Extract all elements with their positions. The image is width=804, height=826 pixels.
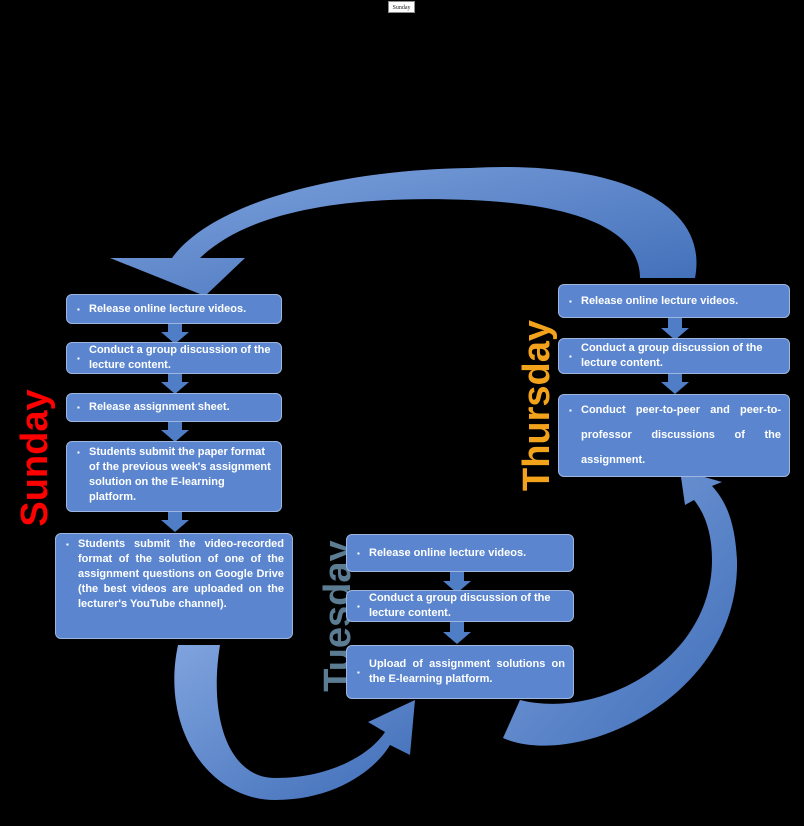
step-arrow	[161, 372, 189, 394]
tuesday-step-3: ▪ Upload of assignment solutions on the …	[346, 645, 574, 699]
bullet: ▪	[569, 351, 572, 361]
step-text: Students submit the video-recorded forma…	[78, 538, 284, 610]
tooltip-label: Sunday	[388, 1, 415, 13]
step-text: Release online lecture videos.	[581, 294, 739, 307]
step-text: Release assignment sheet.	[89, 401, 230, 413]
bullet: ▪	[569, 406, 572, 415]
step-text: Students submit the paper format of the …	[89, 446, 271, 503]
thursday-step-1: ▪ Release online lecture videos.	[558, 284, 790, 318]
bullet: ▪	[77, 353, 80, 363]
thursday-step-2: ▪ Conduct a group discussion of the lect…	[558, 338, 790, 374]
step-arrow	[161, 510, 189, 532]
sunday-step-4: ▪ Students submit the paper format of th…	[66, 441, 282, 512]
bullet: ▪	[77, 304, 80, 314]
step-text: Release online lecture videos.	[89, 302, 247, 315]
bullet: ▪	[77, 403, 80, 412]
sunday-step-1: ▪ Release online lecture videos.	[66, 294, 282, 324]
step-text: Conduct peer-to-peer and peer-to-profess…	[581, 404, 781, 466]
step-arrow	[443, 619, 471, 644]
step-text: Conduct a group discussion of the lectur…	[369, 592, 551, 619]
thursday-step-3: ▪ Conduct peer-to-peer and peer-to-profe…	[558, 394, 790, 477]
bullet: ▪	[569, 296, 572, 306]
step-text: Release online lecture videos.	[369, 546, 527, 559]
day-label-sunday: Sunday	[14, 389, 56, 527]
step-text: Conduct a group discussion of the lectur…	[581, 342, 763, 369]
step-text: Conduct a group discussion of the lectur…	[89, 344, 271, 371]
step-arrow	[661, 372, 689, 394]
step-arrow	[161, 322, 189, 344]
bullet: ▪	[357, 548, 360, 558]
tuesday-step-1: ▪ Release online lecture videos.	[346, 534, 574, 572]
step-arrows	[161, 318, 689, 644]
bullet: ▪	[357, 667, 360, 677]
sunday-step-3: ▪ Release assignment sheet.	[66, 393, 282, 422]
step-arrow	[661, 318, 689, 340]
day-label-thursday: Thursday	[516, 319, 558, 491]
curved-arrow-tuesday-to-thursday	[503, 470, 738, 746]
tuesday-step-2: ▪ Conduct a group discussion of the lect…	[346, 590, 574, 622]
step-arrow	[161, 420, 189, 442]
bullet: ▪	[77, 448, 80, 457]
sunday-step-2: ▪ Conduct a group discussion of the lect…	[66, 342, 282, 374]
curved-arrow-thursday-to-sunday	[110, 166, 697, 296]
curved-arrow-sunday-to-tuesday	[174, 645, 415, 800]
step-arrow	[443, 571, 471, 593]
bullet: ▪	[66, 540, 69, 549]
sunday-step-5: ▪ Students submit the video-recorded for…	[55, 533, 293, 639]
bullet: ▪	[357, 601, 360, 611]
step-text: Upload of assignment solutions on the E-…	[369, 658, 565, 685]
